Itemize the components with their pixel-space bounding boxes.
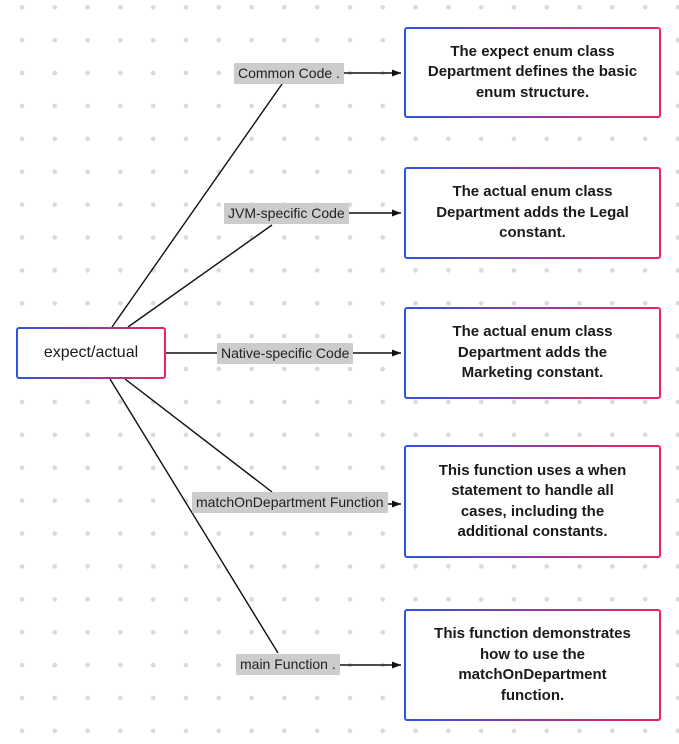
description-text: This function demonstrates how to use th… (406, 611, 659, 719)
edge-root-matchon (124, 378, 273, 493)
description-text: The expect enum class Department defines… (406, 29, 659, 116)
edge-root-main (109, 378, 279, 654)
branch-label-main-function[interactable]: main Function . (236, 654, 340, 675)
description-text: This function uses a when statement to h… (406, 447, 659, 556)
description-box-main-function[interactable]: This function demonstrates how to use th… (404, 609, 661, 721)
description-text: The actual enum class Department adds th… (406, 309, 659, 397)
branch-label-common-code[interactable]: Common Code . (234, 63, 344, 84)
description-box-matchondepartment-function[interactable]: This function uses a when statement to h… (404, 445, 661, 558)
branch-label-matchondepartment-function[interactable]: matchOnDepartment Function (192, 492, 388, 513)
description-text: The actual enum class Department adds th… (406, 169, 659, 257)
root-node-label: expect/actual (18, 329, 164, 377)
branch-label-native-specific-code[interactable]: Native-specific Code (217, 343, 354, 364)
description-box-native-specific-code[interactable]: The actual enum class Department adds th… (404, 307, 661, 399)
edge-root-jvm (127, 224, 273, 328)
description-box-common-code[interactable]: The expect enum class Department defines… (404, 27, 661, 118)
edge-root-common (111, 83, 283, 328)
description-box-jvm-specific-code[interactable]: The actual enum class Department adds th… (404, 167, 661, 259)
branch-label-jvm-specific-code[interactable]: JVM-specific Code (224, 203, 349, 224)
root-node[interactable]: expect/actual (16, 327, 166, 379)
